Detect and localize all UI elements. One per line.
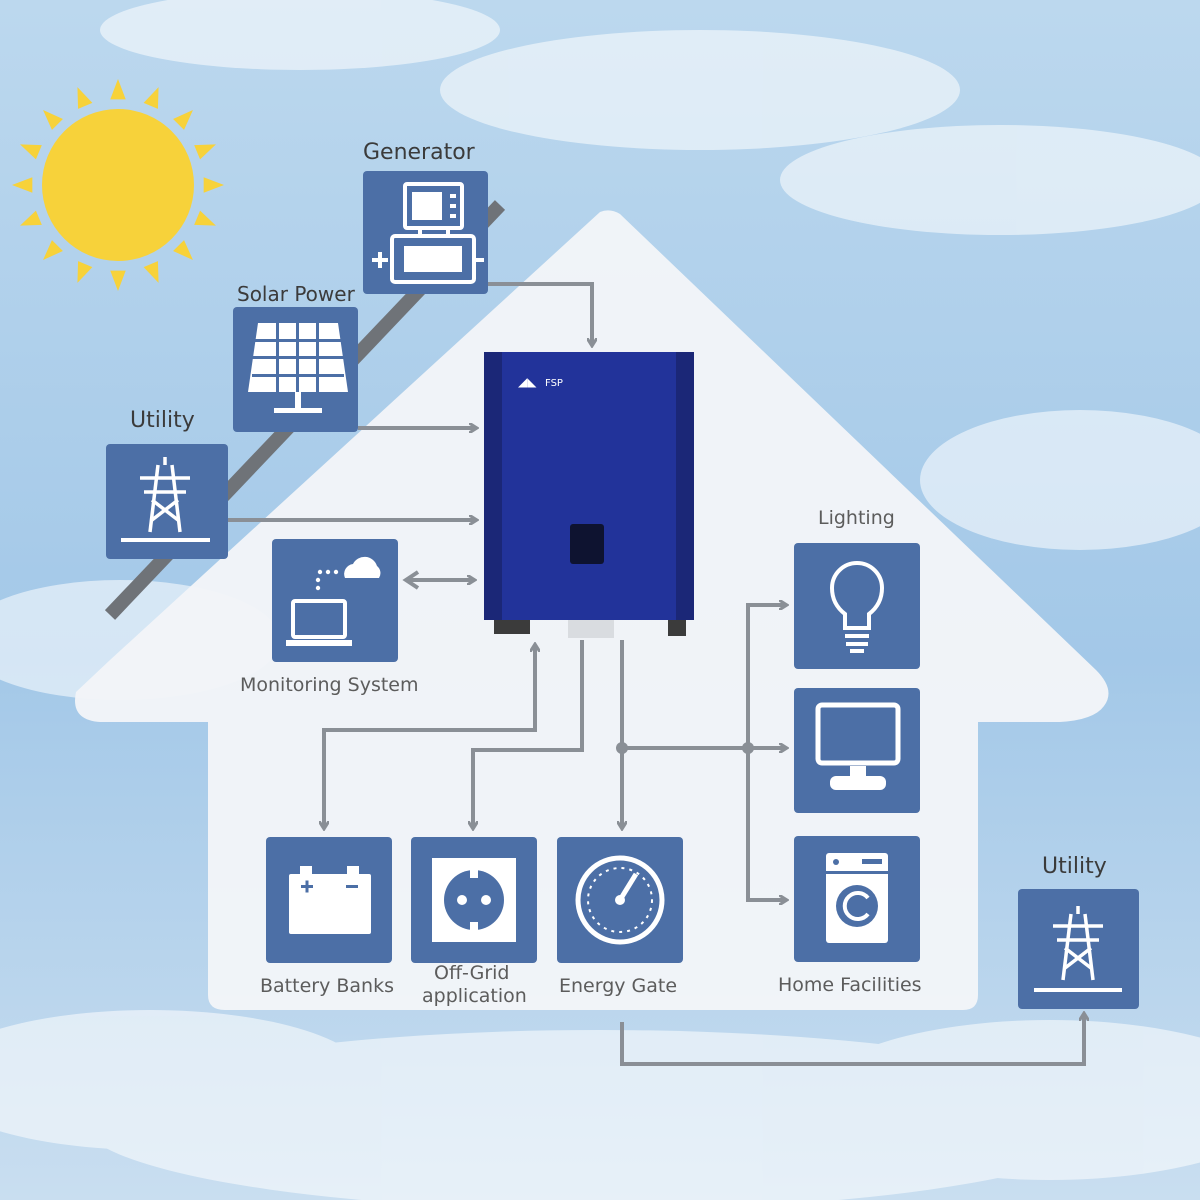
sun-ray bbox=[173, 240, 193, 260]
monitor-icon bbox=[815, 702, 901, 790]
generator-icon bbox=[372, 182, 484, 284]
monitor-tile bbox=[794, 688, 920, 813]
sun-ray bbox=[143, 87, 159, 109]
offgrid-label-line1: Off-Grid bbox=[434, 962, 510, 984]
light-bulb-icon bbox=[829, 561, 885, 653]
inverter-logo: ◢◣ bbox=[518, 375, 537, 389]
lighting-tile bbox=[794, 543, 920, 669]
utility-in-tile bbox=[106, 444, 228, 559]
junction-dot bbox=[616, 742, 628, 754]
lighting-label: Lighting bbox=[818, 507, 895, 529]
washing-machine-icon bbox=[826, 853, 888, 943]
sun-ray bbox=[110, 79, 126, 100]
battery-icon bbox=[289, 866, 371, 934]
sun-ray bbox=[173, 110, 193, 130]
generator-tile bbox=[363, 171, 488, 294]
solar-power-label: Solar Power bbox=[237, 282, 355, 306]
gauge-icon bbox=[575, 855, 665, 945]
flow-connectors bbox=[228, 282, 1084, 1066]
sun-icon bbox=[12, 79, 224, 291]
power-tower-icon bbox=[1034, 906, 1122, 992]
generator-label: Generator bbox=[363, 140, 475, 165]
laptop-cloud-icon bbox=[286, 556, 381, 646]
battery-banks-label: Battery Banks bbox=[260, 975, 394, 997]
energy-gate-label: Energy Gate bbox=[559, 975, 678, 997]
utility-in-label: Utility bbox=[130, 408, 195, 433]
sun-ray bbox=[194, 210, 216, 226]
sun-ray bbox=[43, 240, 63, 260]
sun-ray bbox=[77, 261, 93, 283]
utility-out-label: Utility bbox=[1042, 854, 1107, 879]
sun-ray bbox=[194, 144, 216, 160]
power-socket-icon bbox=[432, 858, 516, 942]
sun-ray bbox=[203, 177, 224, 193]
monitoring-system-label: Monitoring System bbox=[240, 674, 419, 696]
power-tower-icon bbox=[121, 457, 210, 542]
sun-ray bbox=[143, 261, 159, 283]
solar-panel-icon bbox=[248, 323, 348, 413]
inverter-display bbox=[570, 524, 604, 564]
inverter-unit: ◢◣ FSP bbox=[484, 352, 694, 638]
sun-ray bbox=[43, 110, 63, 130]
sun-ray bbox=[20, 144, 42, 160]
inverter-brand: FSP bbox=[545, 378, 563, 389]
offgrid-label-line2: application bbox=[422, 985, 527, 1007]
sun-ray bbox=[12, 177, 33, 193]
home-facilities-label: Home Facilities bbox=[778, 974, 922, 996]
sun-ray bbox=[77, 87, 93, 109]
junction-dot bbox=[742, 742, 754, 754]
sun-ray bbox=[110, 270, 126, 291]
sun-ray bbox=[20, 210, 42, 226]
utility-out-tile bbox=[1018, 889, 1139, 1009]
